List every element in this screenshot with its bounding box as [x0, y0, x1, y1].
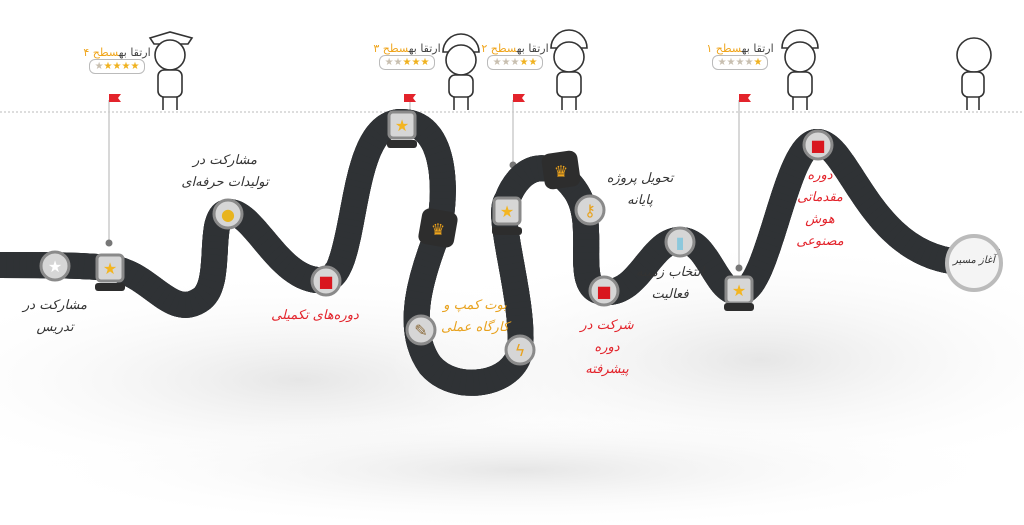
level4-star-box	[95, 253, 125, 283]
level-prefix: ارتقا به	[516, 42, 549, 55]
step-production: مشارکت در تولیدات حرفه‌ای	[181, 153, 269, 191]
star-icon: ★	[395, 116, 409, 135]
level-name: سطح ۳	[373, 42, 409, 55]
milestone-lightning	[504, 334, 536, 366]
pen-icon: ✎	[414, 321, 427, 340]
level-stars: ★★★★★	[486, 55, 544, 70]
key-icon: ⚷	[584, 201, 596, 220]
level-stars: ★★★★★	[711, 55, 769, 70]
milestones	[39, 110, 834, 366]
coin-icon: ●	[221, 205, 235, 224]
character-level4	[148, 31, 194, 110]
level2-star-box	[492, 196, 522, 226]
star-icon: ★	[103, 259, 117, 278]
trophy-icon: ♛	[431, 220, 445, 239]
milestone-production	[212, 198, 244, 230]
bottle-icon: ▮	[676, 233, 685, 252]
step-ai-course: دوره مقدماتی هوش مصنوعی	[796, 168, 844, 250]
level-1-badge: ارتقا بهسطح ۱ ★★★★★	[705, 42, 775, 70]
level-3-badge: ارتقا بهسطح ۳ ★★★★★	[372, 42, 442, 70]
character-level3	[442, 33, 480, 110]
character-level1	[781, 29, 819, 110]
lightning-icon: ϟ	[515, 341, 526, 360]
step-final-project: تحویل پروژه پایانه	[606, 171, 674, 209]
level-prefix: ارتقا به	[408, 42, 441, 55]
characters	[148, 29, 992, 110]
star-icon: ★	[500, 202, 514, 221]
book-icon: ■	[318, 272, 333, 291]
book-icon: ■	[810, 136, 825, 155]
milestone-teaching	[39, 250, 71, 282]
level-stars: ★★★★★	[88, 59, 146, 74]
step-advanced-course: شرکت در دوره پیشرفته	[580, 318, 634, 378]
level-name: سطح ۴	[83, 46, 119, 59]
start-circle	[945, 234, 1003, 292]
trophy-badges	[418, 150, 581, 248]
trophy-icon: ♛	[554, 162, 568, 181]
milestone-ai-course	[802, 129, 834, 161]
level-4-badge: ارتقا بهسطح ۴ ★★★★★	[82, 46, 152, 74]
level3-star-box	[387, 110, 417, 140]
character-level2	[550, 29, 588, 110]
step-choose-field: انتخاب زمینه فعالیت	[636, 265, 704, 303]
step-teaching: مشارکت در تدریس	[23, 298, 87, 336]
character-start	[956, 37, 992, 110]
step-complementary: دوره‌های تکمیلی	[271, 308, 359, 323]
flag-icons	[109, 94, 751, 102]
level-stars: ★★★★★	[378, 55, 436, 70]
book-icon: ■	[596, 282, 611, 301]
level-prefix: ارتقا به	[741, 42, 774, 55]
milestone-final-project	[574, 194, 606, 226]
level-2-badge: ارتقا بهسطح ۲ ★★★★★	[480, 42, 550, 70]
star-icon: ★	[48, 257, 62, 276]
milestone-advanced-course	[588, 275, 620, 307]
level-name: سطح ۲	[481, 42, 517, 55]
level-prefix: ارتقا به	[118, 46, 151, 59]
milestone-bootcamp	[405, 314, 437, 346]
star-icon: ★	[732, 281, 746, 300]
level-name: سطح ۱	[706, 42, 742, 55]
start-label[interactable]: آغاز مسیر	[953, 255, 995, 266]
milestone-choose-field	[664, 226, 696, 258]
milestone-complementary	[310, 265, 342, 297]
step-bootcamp: بوت کمپ و کارگاه عملی	[441, 298, 509, 336]
